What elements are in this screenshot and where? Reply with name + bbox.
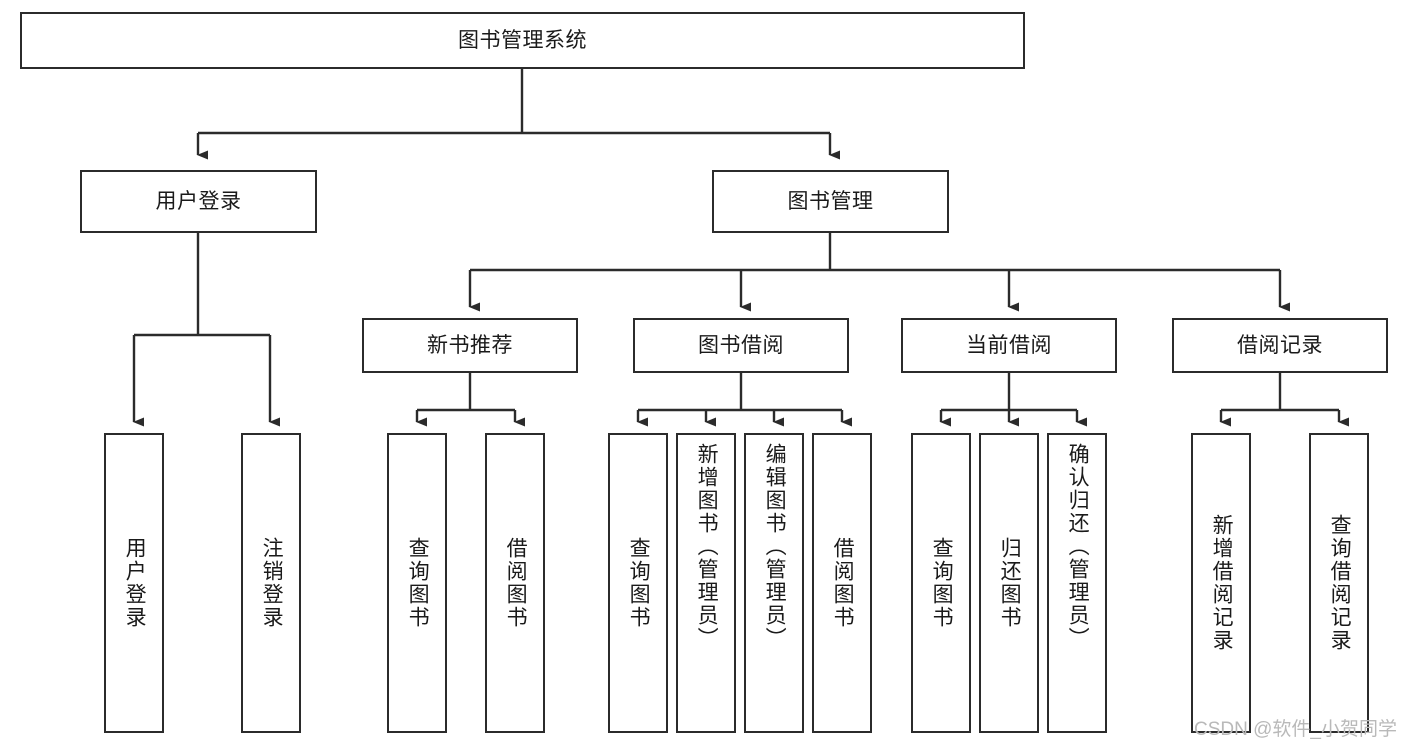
node-leaf-edit-book[interactable]: 编辑图书（管理员） [744,433,804,733]
node-book-management-label: 图书管理 [787,189,874,213]
node-book-management[interactable]: 图书管理 [712,170,949,233]
node-leaf-user-login-label: 用户登录 [123,537,147,629]
node-leaf-user-logout[interactable]: 注销登录 [241,433,301,733]
node-leaf-add-book-label: 新增图书（管理员） [695,443,719,650]
node-leaf-return-book[interactable]: 归还图书 [979,433,1039,733]
node-leaf-return-book-label: 归还图书 [998,537,1022,629]
node-root[interactable]: 图书管理系统 [20,12,1025,69]
node-leaf-borrow-book-1-label: 借阅图书 [504,537,528,629]
node-leaf-borrow-book-2-label: 借阅图书 [831,537,855,629]
node-leaf-add-book[interactable]: 新增图书（管理员） [676,433,736,733]
node-leaf-add-record-label: 新增借阅记录 [1210,514,1234,652]
node-leaf-query-record-label: 查询借阅记录 [1328,514,1352,652]
node-leaf-query-book-2-label: 查询图书 [627,537,651,629]
node-book-borrow[interactable]: 图书借阅 [633,318,849,373]
node-current-borrow[interactable]: 当前借阅 [901,318,1117,373]
node-borrow-record[interactable]: 借阅记录 [1172,318,1388,373]
node-leaf-edit-book-label: 编辑图书（管理员） [763,443,787,650]
node-leaf-query-book-1-label: 查询图书 [406,537,430,629]
node-current-borrow-label: 当前借阅 [966,333,1052,357]
node-leaf-query-book-2[interactable]: 查询图书 [608,433,668,733]
node-leaf-add-record[interactable]: 新增借阅记录 [1191,433,1251,733]
node-leaf-user-logout-label: 注销登录 [260,537,284,629]
node-leaf-query-book-3[interactable]: 查询图书 [911,433,971,733]
node-leaf-query-book-1[interactable]: 查询图书 [387,433,447,733]
node-book-borrow-label: 图书借阅 [698,333,784,357]
node-leaf-borrow-book-1[interactable]: 借阅图书 [485,433,545,733]
node-leaf-confirm-return-label: 确认归还（管理员） [1066,443,1090,650]
node-new-book-recommend-label: 新书推荐 [427,333,513,357]
node-new-book-recommend[interactable]: 新书推荐 [362,318,578,373]
node-borrow-record-label: 借阅记录 [1237,333,1323,357]
node-root-label: 图书管理系统 [458,28,587,52]
node-leaf-query-book-3-label: 查询图书 [930,537,954,629]
node-user-login[interactable]: 用户登录 [80,170,317,233]
node-leaf-query-record[interactable]: 查询借阅记录 [1309,433,1369,733]
node-user-login-label: 用户登录 [155,189,242,213]
node-leaf-borrow-book-2[interactable]: 借阅图书 [812,433,872,733]
node-leaf-confirm-return[interactable]: 确认归还（管理员） [1047,433,1107,733]
node-leaf-user-login[interactable]: 用户登录 [104,433,164,733]
